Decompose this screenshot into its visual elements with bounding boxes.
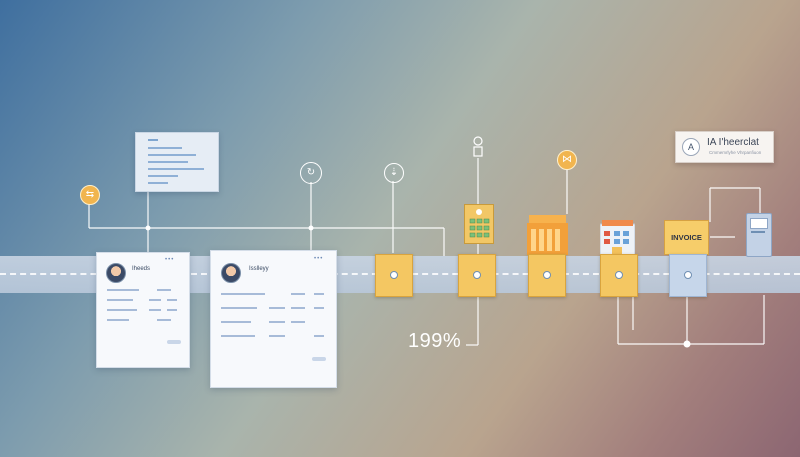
stage-box-1[interactable] xyxy=(375,254,413,297)
percentage-metric: 199% xyxy=(408,330,462,352)
refresh-icon[interactable]: ↻ xyxy=(300,162,322,184)
note-card xyxy=(135,132,219,192)
brand-logo-icon: A xyxy=(682,138,700,156)
download-icon[interactable]: ⇣ xyxy=(384,163,404,183)
bow-icon[interactable]: ⋈ xyxy=(557,150,577,170)
card-title: Iheeds xyxy=(132,266,151,272)
stage-box-3[interactable] xyxy=(528,254,566,297)
stage-box-2[interactable] xyxy=(458,254,496,297)
brand-badge[interactable]: A IA I'heerclat Cmmemrlyhe Vhrpanfiuon xyxy=(675,131,774,163)
user-pin-icon xyxy=(471,136,485,158)
invoice-label: INVOICE xyxy=(664,220,709,255)
card-menu-icon[interactable]: ••• xyxy=(314,256,324,262)
stage-box-5[interactable] xyxy=(669,254,707,297)
profile-card-right[interactable]: Isslleyy ••• xyxy=(210,250,337,388)
card-menu-icon[interactable]: ••• xyxy=(165,257,175,263)
card-action-button[interactable] xyxy=(167,340,181,344)
store-icon xyxy=(527,215,568,255)
stage-box-4[interactable] xyxy=(600,254,638,297)
building-icon xyxy=(599,220,636,256)
calendar-icon xyxy=(464,204,494,244)
card-action-button[interactable] xyxy=(312,357,326,361)
share-icon[interactable]: ⇆ xyxy=(80,185,100,205)
brand-subtitle: Cmmemrlyhe Vhrpanfiuon xyxy=(709,150,762,155)
avatar xyxy=(106,263,126,283)
avatar xyxy=(221,263,241,283)
profile-card-left[interactable]: Iheeds ••• xyxy=(96,252,190,368)
card-title: Isslleyy xyxy=(249,266,269,272)
device-icon xyxy=(746,213,772,257)
brand-title: IA I'heerclat xyxy=(707,137,759,148)
